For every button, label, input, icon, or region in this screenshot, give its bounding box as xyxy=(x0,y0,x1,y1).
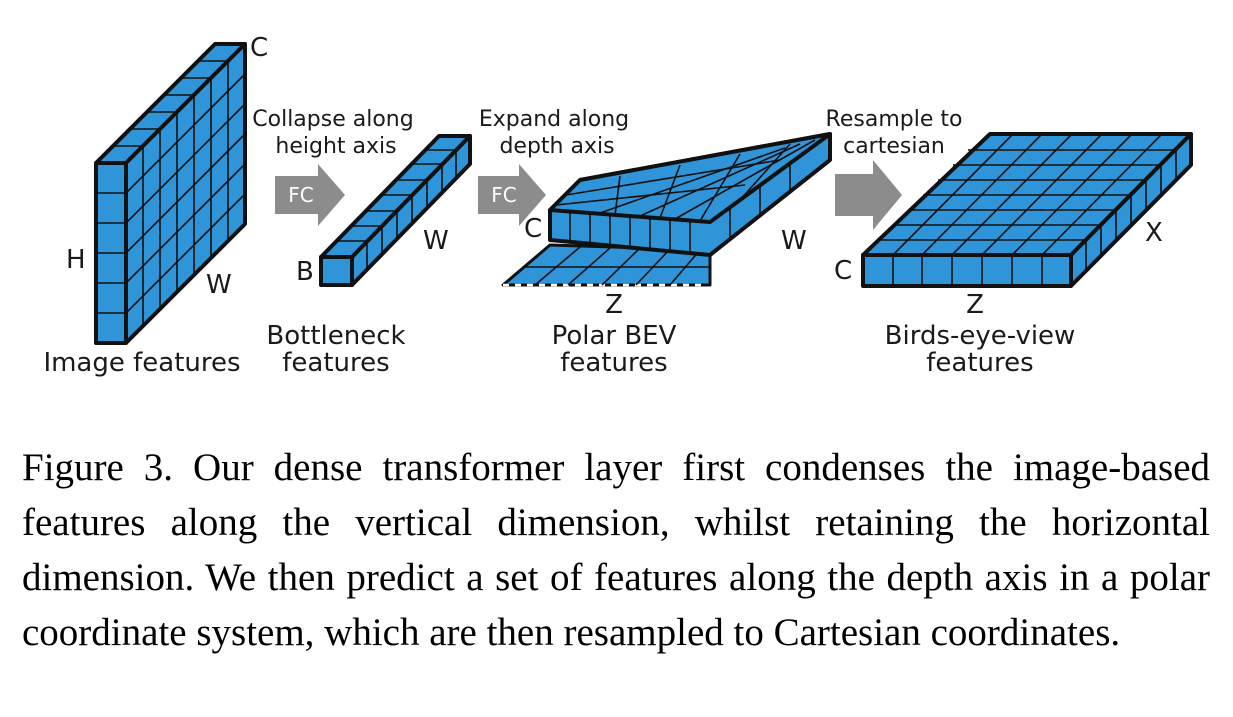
caption-text: Our dense transformer layer first conden… xyxy=(22,446,1211,654)
figure-caption: Figure 3. Our dense transformer layer fi… xyxy=(22,440,1210,660)
step3-line1: Resample to xyxy=(826,107,963,132)
image-features-label: Image features xyxy=(43,348,240,378)
step2-line2: depth axis xyxy=(499,134,614,159)
figure-diagram: .cube { fill: #2f94d8; stroke: #111; str… xyxy=(43,33,1193,378)
bev-dim-z: Z xyxy=(966,290,984,320)
polar-label-line1: Polar BEV xyxy=(552,321,677,351)
fc-label-2: FC xyxy=(491,183,516,207)
step3-line2: cartesian xyxy=(843,134,945,159)
step1-line2: height axis xyxy=(275,134,396,159)
bev-label-line1: Birds-eye-view xyxy=(885,321,1076,351)
polar-dim-w: W xyxy=(781,226,807,256)
bottleneck-dim-w: W xyxy=(423,226,449,256)
bottleneck-label-line2: features xyxy=(282,348,389,378)
image-dim-h: H xyxy=(66,245,86,275)
step2-line1: Expand along xyxy=(479,107,629,132)
fc-arrow-1-icon xyxy=(275,164,345,226)
fc-arrow-2-icon xyxy=(478,164,546,226)
polar-bev-block xyxy=(501,132,832,287)
bev-label-line2: features xyxy=(926,348,1033,378)
step1-line1: Collapse along xyxy=(252,107,413,132)
bev-dim-c: C xyxy=(834,256,852,286)
polar-label-line2: features xyxy=(560,348,667,378)
image-dim-w: W xyxy=(206,270,232,300)
bottleneck-dim-b: B xyxy=(296,257,314,287)
bottleneck-block xyxy=(319,134,472,287)
image-features-block xyxy=(94,42,247,345)
bev-dim-x: X xyxy=(1145,218,1163,248)
polar-dim-c: C xyxy=(524,214,542,244)
bottleneck-label-line1: Bottleneck xyxy=(266,321,405,351)
polar-dim-z: Z xyxy=(605,290,623,320)
caption-label: Figure 3. xyxy=(22,446,174,489)
fc-label-1: FC xyxy=(288,183,313,207)
image-dim-c: C xyxy=(250,33,268,63)
bev-block xyxy=(861,132,1193,288)
resample-arrow-icon xyxy=(835,160,902,230)
